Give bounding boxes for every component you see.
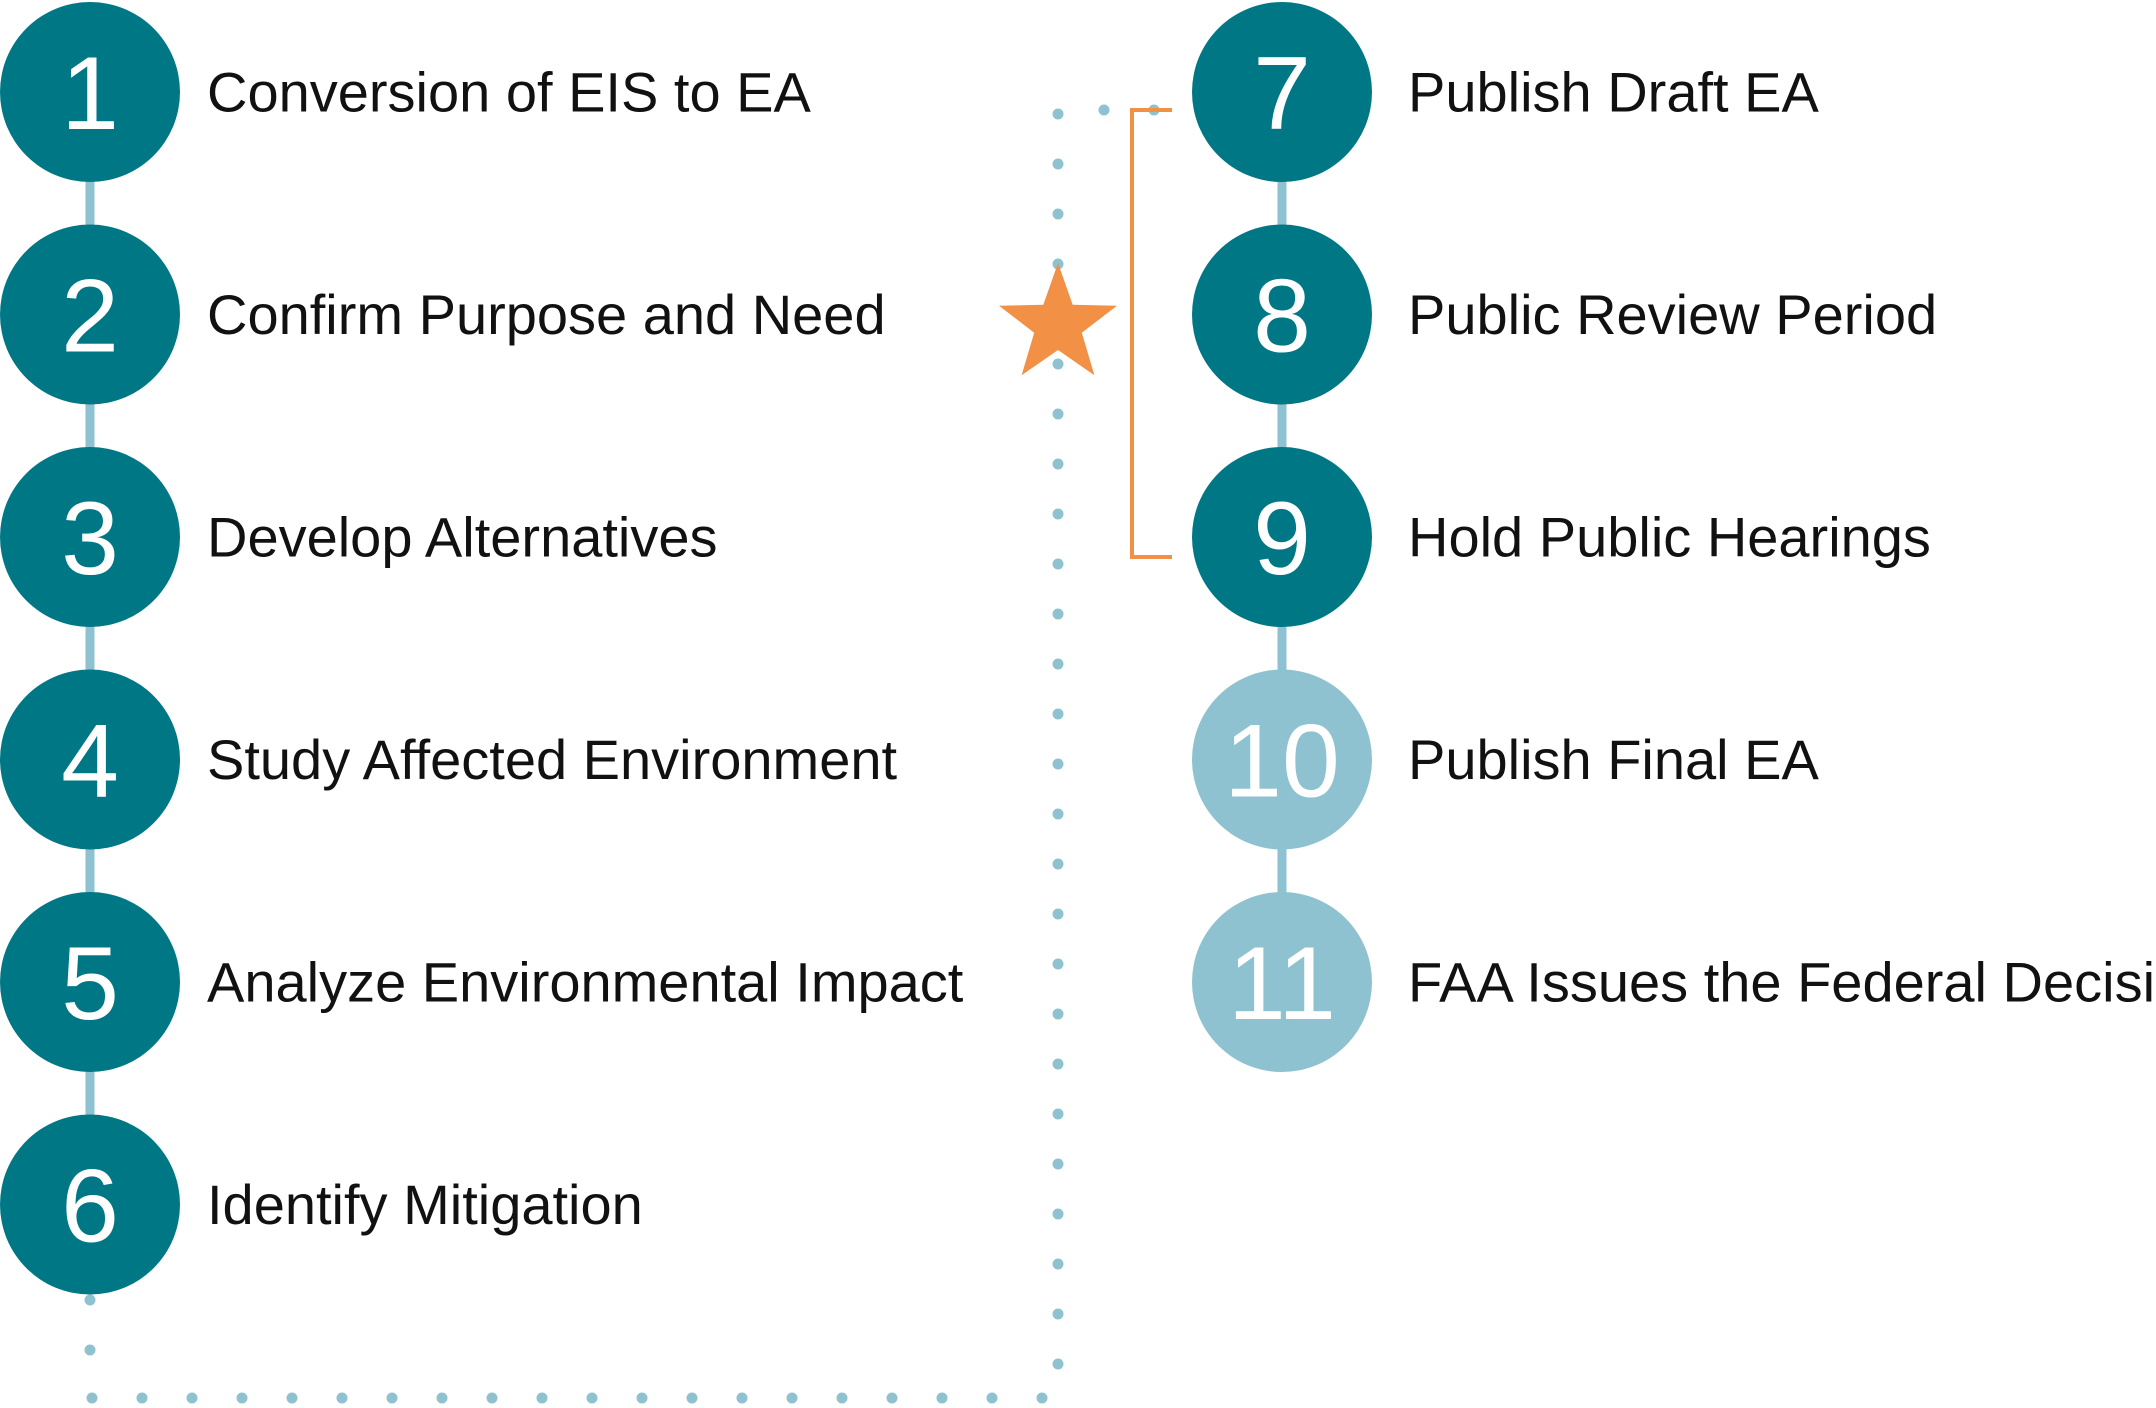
step-circle (1192, 892, 1372, 1072)
step-number: 11 (1228, 926, 1336, 1042)
step-number: 2 (61, 259, 119, 375)
step-number: 5 (61, 926, 119, 1042)
step-item: 4 Study Affected Environment (0, 669, 897, 850)
step-label: Develop Alternatives (207, 506, 718, 569)
step-item: 6 Identify Mitigation (0, 1114, 643, 1295)
step-list: 1 Conversion of EIS to EA 2 Confirm Purpose… (0, 2, 2156, 1295)
step-label: Identify Mitigation (207, 1173, 643, 1236)
star-icon (999, 263, 1117, 376)
step-number: 10 (1224, 704, 1340, 820)
step-circle (0, 1114, 180, 1295)
step-item: 3 Develop Alternatives (0, 447, 718, 627)
step-label: Hold Public Hearings (1408, 506, 1931, 569)
step-circle (0, 892, 180, 1072)
step-item: 1 Conversion of EIS to EA (0, 2, 812, 182)
step-circle (1192, 224, 1372, 405)
step-item: 5 Analyze Environmental Impact (0, 892, 964, 1072)
step-circle (0, 447, 180, 627)
step-circle (1192, 447, 1372, 627)
step-connectors (85, 92, 1287, 1205)
step-item: 11 FAA Issues the Federal Decision (1192, 892, 2156, 1072)
step-number: 7 (1253, 36, 1311, 152)
step-number: 9 (1253, 481, 1311, 597)
step-circle (0, 669, 180, 850)
step-label: Analyze Environmental Impact (207, 951, 964, 1014)
step-number: 1 (61, 36, 119, 152)
step-label: Conversion of EIS to EA (207, 61, 812, 124)
step-item: 7 Publish Draft EA (1192, 2, 1819, 182)
step-number: 3 (61, 481, 119, 597)
step-circle (1192, 669, 1372, 850)
step-number: 6 (61, 1149, 119, 1265)
step-item: 10 Publish Final EA (1192, 669, 1820, 850)
dotted-connector-path (84, 104, 1198, 1404)
step-number: 8 (1253, 259, 1311, 375)
step-label: FAA Issues the Federal Decision (1408, 951, 2156, 1014)
step-circle (0, 224, 180, 405)
step-label: Publish Draft EA (1408, 61, 1819, 124)
step-label: Study Affected Environment (207, 728, 897, 791)
step-label: Public Review Period (1408, 283, 1937, 346)
step-item: 2 Confirm Purpose and Need (0, 224, 886, 405)
step-circle (1192, 2, 1372, 182)
step-number: 4 (61, 704, 119, 820)
step-label: Publish Final EA (1408, 728, 1820, 791)
step-circle (0, 2, 180, 182)
step-item: 9 Hold Public Hearings (1192, 447, 1931, 627)
step-item: 8 Public Review Period (1192, 224, 1937, 405)
bracket-icon (1130, 108, 1172, 559)
step-label: Confirm Purpose and Need (207, 283, 886, 346)
